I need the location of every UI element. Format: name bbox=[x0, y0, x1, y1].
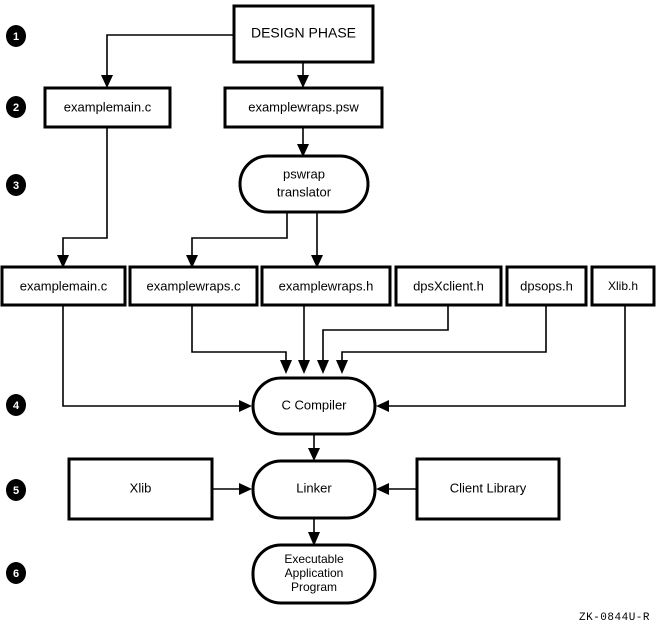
step-bullet-6: 6 bbox=[6, 562, 26, 584]
node-executable-application-program-shape bbox=[251, 543, 377, 605]
node-dpsxclient-h[interactable]: dpsXclient.h bbox=[394, 265, 503, 307]
arrowhead-clientlibrary-to-linker bbox=[376, 483, 389, 495]
node-examplemain-c-box bbox=[0, 265, 127, 307]
bullet-circle-icon bbox=[6, 394, 26, 416]
arrowhead-pswrap-to-examplewrapsh bbox=[311, 255, 323, 268]
node-client-library-label: Client Library bbox=[450, 480, 527, 495]
node-xlib-h-label: Xlib.h bbox=[608, 279, 638, 293]
figure-id-label: ZK-0844U-R bbox=[579, 612, 650, 624]
arrowhead-linker-to-executable bbox=[308, 532, 320, 546]
arrowhead-ccompiler-to-linker bbox=[308, 448, 320, 461]
node-linker-label: Linker bbox=[296, 480, 332, 495]
arrowhead-dpsxclient-to-ccompiler bbox=[317, 360, 329, 374]
node-c-compiler[interactable]: C Compiler bbox=[251, 376, 377, 436]
bullet-circle-icon bbox=[6, 562, 26, 584]
arrowhead-dpsops-to-ccompiler bbox=[336, 360, 348, 374]
step-number-label: 3 bbox=[13, 180, 19, 192]
connector-examplemain-to-ccompiler bbox=[62, 305, 240, 407]
bullet-circle-icon bbox=[6, 479, 26, 501]
node-dpsops-h[interactable]: dpsops.h bbox=[505, 265, 588, 307]
node-design-phase[interactable]: DESIGN PHASE bbox=[232, 4, 375, 64]
node-linker-shape bbox=[251, 459, 377, 520]
step-bullet-3: 3 bbox=[6, 174, 26, 196]
arrowhead-examplewrapsc-to-ccompiler bbox=[280, 360, 292, 374]
node-examplewraps-psw-label: examplewraps.psw bbox=[248, 99, 359, 114]
bullet-circle-icon bbox=[6, 174, 26, 196]
step-bullet-5: 5 bbox=[6, 479, 26, 501]
node-examplewraps-c-box bbox=[128, 265, 259, 307]
node-dpsxclient-h-label: dpsXclient.h bbox=[413, 278, 484, 293]
node-design-phase-label: DESIGN PHASE bbox=[251, 25, 356, 41]
node-xlib[interactable]: Xlib bbox=[67, 457, 214, 521]
arrowhead-design-to-examplemain bbox=[101, 75, 113, 88]
step-number-label: 5 bbox=[13, 485, 19, 497]
connector-examplemain-row2-to-row4 bbox=[62, 127, 108, 258]
node-examplemain-c-label: examplemain.c bbox=[20, 278, 108, 293]
connector-dpsxclient-to-ccompiler bbox=[322, 305, 449, 362]
node-examplewraps-h-label: examplewraps.h bbox=[279, 278, 374, 293]
arrowhead-pswrap-to-examplewrapsc bbox=[186, 255, 198, 268]
node-xlib-h[interactable]: Xlib.h bbox=[590, 265, 656, 307]
node-executable-label-line2: Application bbox=[285, 566, 344, 580]
node-xlib-h-box bbox=[590, 265, 656, 307]
node-client-library[interactable]: Client Library bbox=[415, 457, 561, 521]
arrowhead-examplemain-row2-to-row4 bbox=[57, 255, 69, 268]
node-examplewraps-c[interactable]: examplewraps.c bbox=[128, 265, 259, 307]
node-examplemain-c[interactable]: examplemain.c bbox=[0, 265, 127, 307]
step-number-label: 1 bbox=[13, 31, 19, 43]
step-number-label: 6 bbox=[13, 568, 19, 580]
node-executable-label-line1: Executable bbox=[284, 552, 344, 566]
bullet-circle-icon bbox=[6, 25, 26, 47]
arrowhead-design-to-examplewrapspsw bbox=[297, 75, 309, 88]
step-bullet-1: 1 bbox=[6, 25, 26, 47]
arrowhead-xlib-to-linker bbox=[239, 483, 252, 495]
arrowhead-examplemain-to-ccompiler bbox=[239, 400, 252, 412]
node-xlib-box bbox=[67, 457, 214, 521]
node-examplewraps-h-box bbox=[260, 265, 392, 307]
node-design-phase-box bbox=[232, 4, 375, 64]
node-client-library-box bbox=[415, 457, 561, 521]
node-executable-label-line3: Program bbox=[291, 580, 337, 594]
node-dpsops-h-label: dpsops.h bbox=[520, 278, 573, 293]
node-pswrap-translator-label-line2: translator bbox=[277, 184, 332, 199]
arrowhead-psw-to-pswrap bbox=[297, 144, 309, 157]
node-examplewraps-h[interactable]: examplewraps.h bbox=[260, 265, 392, 307]
node-linker[interactable]: Linker bbox=[251, 459, 377, 520]
connector-design-to-examplemain bbox=[106, 34, 234, 78]
node-dpsops-h-box bbox=[505, 265, 588, 307]
step-bullet-4: 4 bbox=[6, 394, 26, 416]
connector-pswrap-to-examplewrapsc bbox=[191, 212, 288, 258]
node-pswrap-translator-shape bbox=[238, 154, 370, 214]
connector-examplewrapsc-to-ccompiler bbox=[191, 305, 287, 362]
node-examplemain-c-source-box bbox=[43, 86, 172, 129]
arrowhead-examplewrapsh-to-ccompiler bbox=[298, 360, 310, 374]
node-examplewraps-psw-box bbox=[223, 86, 384, 129]
node-xlib-label: Xlib bbox=[130, 480, 152, 495]
connector-xlibh-to-ccompiler bbox=[388, 305, 626, 407]
node-examplemain-c-source[interactable]: examplemain.c bbox=[43, 86, 172, 129]
arrowhead-xlibh-to-ccompiler bbox=[376, 400, 389, 412]
node-examplewraps-c-label: examplewraps.c bbox=[147, 278, 241, 293]
node-executable-application-program[interactable]: Executable Application Program bbox=[251, 543, 377, 605]
node-pswrap-translator-label-line1: pswrap bbox=[283, 166, 325, 181]
step-number-label: 2 bbox=[13, 102, 19, 114]
node-pswrap-translator[interactable]: pswrap translator bbox=[238, 154, 370, 214]
step-bullet-2: 2 bbox=[6, 96, 26, 118]
bullet-circle-icon bbox=[6, 96, 26, 118]
node-examplewraps-psw[interactable]: examplewraps.psw bbox=[223, 86, 384, 129]
step-number-label: 4 bbox=[13, 400, 20, 412]
node-dpsxclient-h-box bbox=[394, 265, 503, 307]
node-c-compiler-label: C Compiler bbox=[281, 397, 347, 412]
node-examplemain-c-source-label: examplemain.c bbox=[64, 99, 152, 114]
node-c-compiler-shape bbox=[251, 376, 377, 436]
connector-dpsops-to-ccompiler bbox=[341, 305, 547, 362]
